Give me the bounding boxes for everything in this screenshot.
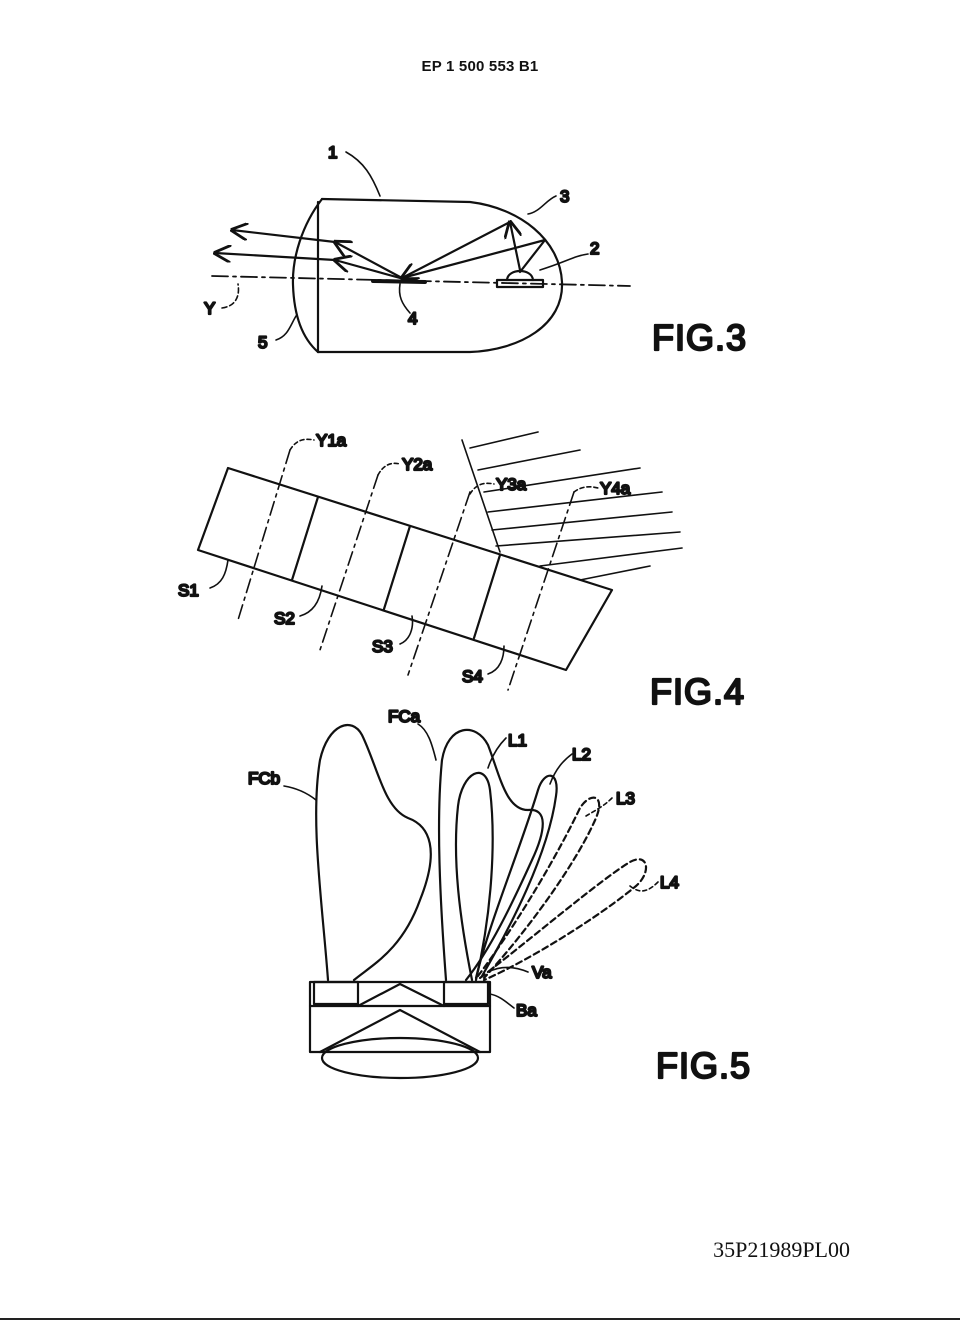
fig4-axis-y4a bbox=[507, 491, 575, 691]
fig5-lobe-fca bbox=[437, 728, 544, 982]
fig5-label-ba: Ba bbox=[516, 1001, 537, 1020]
fig4-label-y1a: Y1a bbox=[316, 431, 347, 450]
fig4-label-s4: S4 bbox=[462, 667, 483, 686]
patent-number: EP 1 500 553 B1 bbox=[421, 58, 539, 75]
fig4-axis-y2a bbox=[319, 474, 379, 651]
fig3-label-axis: Y bbox=[204, 299, 215, 318]
fig5-lobe-fcb bbox=[315, 724, 432, 982]
figure-5: FCb FCa L1 L2 L3 L4 Va Ba FIG.5 bbox=[247, 706, 751, 1087]
fig4-divider-1 bbox=[290, 495, 320, 582]
fig4-divider-3 bbox=[472, 553, 502, 640]
fig4-label-y2a: Y2a bbox=[402, 455, 433, 474]
fig5-label-fca: FCa bbox=[388, 707, 421, 726]
fig5-label-l3: L3 bbox=[616, 789, 635, 808]
bottom-rule bbox=[0, 1318, 960, 1320]
fig5-label-va: Va bbox=[532, 963, 552, 982]
fig5-lobe-l4 bbox=[478, 858, 647, 982]
figure-3: 1 3 2 4 5 Y FIG.3 bbox=[203, 142, 747, 359]
fig3-label-led: 2 bbox=[590, 239, 599, 258]
fig4-axis-y1a bbox=[237, 449, 291, 621]
fig4-sensor-strip bbox=[196, 466, 614, 672]
fig4-label-y4a: Y4a bbox=[600, 479, 631, 498]
fig3-label-device: 1 bbox=[328, 143, 337, 162]
fig3-housing bbox=[316, 197, 564, 354]
fig3-caption: FIG.3 bbox=[652, 317, 747, 358]
fig4-axis-y3a bbox=[407, 491, 471, 676]
fig5-caption: FIG.5 bbox=[656, 1045, 751, 1086]
fig4-label-s1: S1 bbox=[178, 581, 199, 600]
fig4-caption: FIG.4 bbox=[650, 671, 745, 712]
fig5-label-l1: L1 bbox=[508, 731, 527, 750]
fig5-label-fcb: FCb bbox=[248, 769, 280, 788]
fig3-label-sensor: 4 bbox=[408, 309, 417, 328]
fig5-lobe-l3 bbox=[476, 796, 601, 980]
figure-4: S1 S2 S3 S4 Y1a Y2a Y3a Y4a FIG.4 bbox=[177, 430, 745, 713]
fig3-led-base bbox=[495, 278, 545, 289]
fig3-sensor bbox=[371, 279, 427, 284]
fig5-emitter-base bbox=[308, 980, 492, 1054]
fig4-label-s2: S2 bbox=[274, 609, 295, 628]
document-code: 35P21989PL00 bbox=[713, 1237, 850, 1262]
fig5-lobe-l1 bbox=[454, 771, 494, 982]
fig4-label-y3a: Y3a bbox=[496, 475, 527, 494]
fig5-lobe-l2 bbox=[474, 774, 558, 980]
fig3-label-reflector: 3 bbox=[560, 187, 569, 206]
fig3-label-lens: 5 bbox=[258, 333, 267, 352]
fig5-label-l2: L2 bbox=[572, 745, 591, 764]
fig3-lens bbox=[291, 197, 324, 354]
fig5-label-l4: L4 bbox=[660, 873, 679, 892]
fig5-lens bbox=[320, 1036, 480, 1080]
fig4-divider-2 bbox=[382, 524, 412, 611]
fig4-label-s3: S3 bbox=[372, 637, 393, 656]
